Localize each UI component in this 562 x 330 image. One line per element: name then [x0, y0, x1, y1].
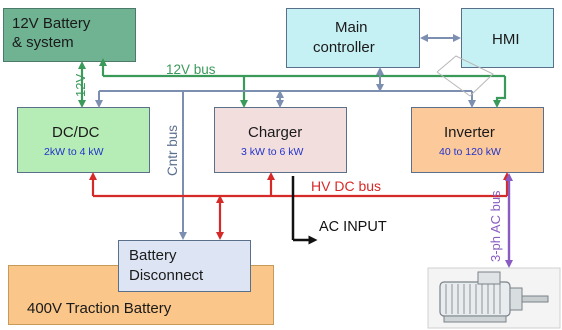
bus-control-label: Cntr bus: [165, 124, 180, 176]
charger-box: Charger 3 kW to 6 kW: [214, 107, 347, 173]
battery-12v-label-line1: 12V Battery: [12, 15, 91, 32]
bus-3ph-ac-label: 3-ph AC bus: [488, 190, 503, 262]
electric-motor-icon: [427, 267, 561, 329]
battery-12v-box: 12V Battery & system: [3, 8, 136, 62]
inverter-title: Inverter: [444, 124, 495, 141]
ac-input-line: [291, 176, 318, 245]
bus-12v: [78, 58, 507, 108]
ac-input-label: AC INPUT: [319, 219, 387, 235]
traction-battery-label: 400V Traction Battery: [27, 300, 172, 317]
charger-title: Charger: [248, 124, 303, 141]
main-controller-label-line1: Main: [335, 19, 368, 36]
hmi-box: HMI: [461, 8, 554, 68]
battery-disconnect-line1: Battery: [129, 247, 177, 264]
main-controller-box: Main controller: [286, 8, 420, 68]
hmi-sketch-lines: [436, 55, 494, 97]
hmi-label: HMI: [492, 31, 520, 48]
bus-12v-label: 12V bus: [166, 62, 216, 77]
inverter-box: Inverter 40 to 120 kW: [411, 107, 544, 173]
inverter-rating: 40 to 120 kW: [439, 146, 501, 158]
battery-disconnect-line2: Disconnect: [129, 267, 204, 284]
bus-hv-dc-label: HV DC bus: [311, 178, 382, 194]
main-controller-label-line2: controller: [313, 39, 375, 56]
battery-disconnect-box: Battery Disconnect: [118, 240, 251, 292]
dcdc-rating: 2kW to 4 kW: [44, 146, 104, 158]
dcdc-title: DC/DC: [52, 124, 100, 141]
battery-12v-label-line2: & system: [12, 34, 74, 51]
charger-rating: 3 kW to 6 kW: [241, 146, 304, 158]
bus-hv-dc: [89, 172, 511, 240]
bus-12v-short-label: 12V: [73, 73, 88, 97]
bus-control: [95, 34, 476, 240]
